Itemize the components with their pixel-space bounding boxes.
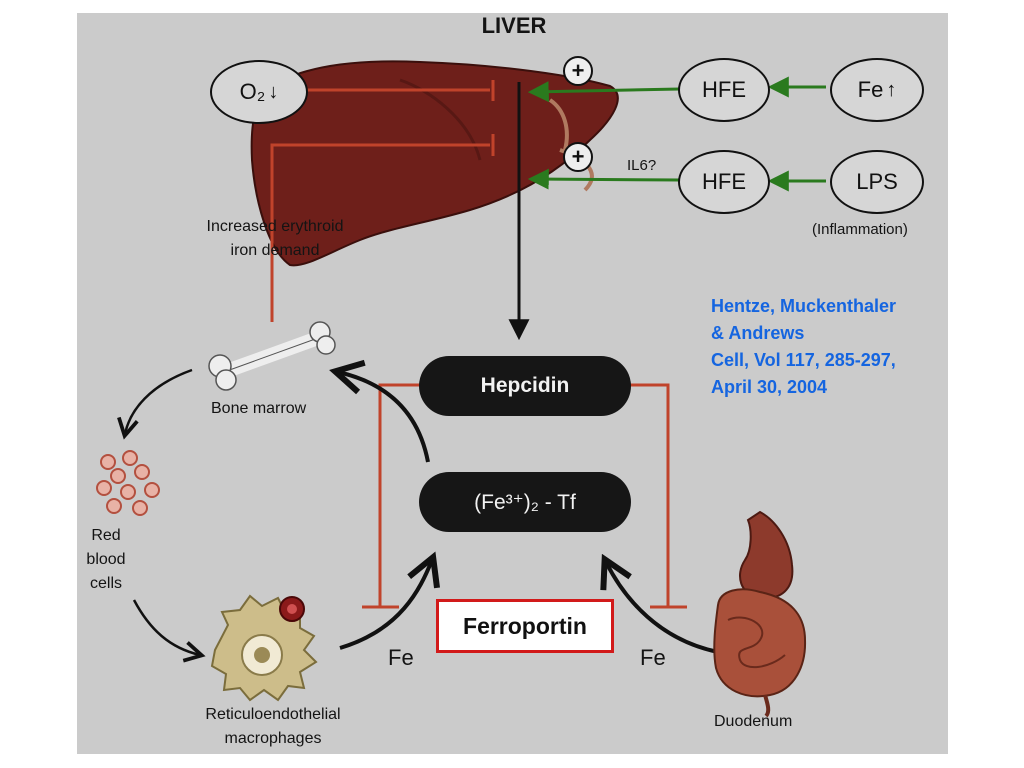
citation-line3: Cell, Vol 117, 285-297, — [711, 350, 896, 370]
fe-right-label: Fe — [640, 645, 666, 670]
citation-line1: Hentze, Muckenthaler — [711, 296, 897, 316]
citation-line2: & Andrews — [711, 323, 805, 343]
macrophages-line1: Reticuloendothelial — [205, 706, 341, 723]
hepcidin-inhibit-duodenum-line — [630, 383, 687, 609]
oxygen-node: O₂ ↓ — [210, 60, 308, 124]
rbc-line2: blood — [86, 551, 126, 568]
hepcidin-inhibit-macrophage-line — [362, 383, 420, 609]
hepcidin-node: Hepcidin — [419, 356, 631, 416]
transferrin-node: (Fe³⁺)₂ - Tf — [419, 472, 631, 532]
il6-label: IL6? — [627, 157, 657, 174]
lps-node: LPS — [830, 150, 924, 214]
hfe-node-top: HFE — [678, 58, 770, 122]
red-blood-cells-illustration — [96, 450, 160, 516]
duodenum-label: Duodenum — [714, 713, 793, 730]
hfe-bottom-label: HFE — [702, 169, 746, 194]
plus-icon: + — [563, 56, 593, 86]
hfe-top-label: HFE — [702, 77, 746, 102]
erythroid-demand-line1: Increased erythroid — [206, 218, 344, 235]
macrophage-fe-release-arrow — [339, 560, 432, 650]
citation-line4: April 30, 2004 — [711, 377, 828, 397]
o2-inhibition-line — [307, 80, 495, 101]
ferroportin-label: Ferroportin — [436, 599, 614, 653]
liver-title: LIVER — [481, 13, 547, 38]
rbc-line1: Red — [91, 527, 121, 544]
iron-label: Fe — [857, 77, 884, 102]
inflammation-label: (Inflammation) — [812, 221, 908, 238]
iron-up-arrow-icon: ↑ — [886, 78, 897, 101]
hfe-node-bottom: HFE — [678, 150, 770, 214]
lps-label: LPS — [856, 169, 898, 194]
citation: Hentze, Muckenthaler & Andrews Cell, Vol… — [711, 293, 896, 401]
erythroid-inhibition-line — [270, 134, 495, 322]
hfe-to-liver-arrow — [527, 81, 681, 103]
oxygen-down-arrow-icon: ↓ — [268, 80, 279, 103]
fe-left-label: Fe — [388, 645, 414, 670]
marrow-to-rbc-arrow — [125, 368, 193, 434]
bone-illustration — [208, 321, 336, 391]
rbc-line3: cells — [89, 575, 122, 592]
iron-node: Fe ↑ — [830, 58, 924, 122]
erythroid-demand-label: Increased erythroid iron demand — [180, 215, 370, 263]
bone-marrow-label: Bone marrow — [211, 400, 307, 417]
macrophages-line2: macrophages — [224, 730, 322, 747]
macrophages-label: Reticuloendothelial macrophages — [168, 703, 378, 751]
erythroid-demand-line2: iron demand — [230, 242, 320, 259]
duodenum-fe-absorption-arrow — [606, 562, 719, 654]
duodenum-illustration — [713, 510, 807, 718]
hfe2-to-liver-arrow — [527, 168, 681, 190]
transferrin-to-marrow-arrow — [338, 372, 430, 463]
rbc-to-macrophage-arrow — [132, 599, 200, 655]
plus-icon: + — [563, 142, 593, 172]
oxygen-label: O₂ — [239, 79, 266, 104]
red-blood-cells-label: Red blood cells — [78, 524, 134, 596]
liver-illustration — [250, 60, 619, 267]
macrophage-illustration — [210, 594, 318, 702]
